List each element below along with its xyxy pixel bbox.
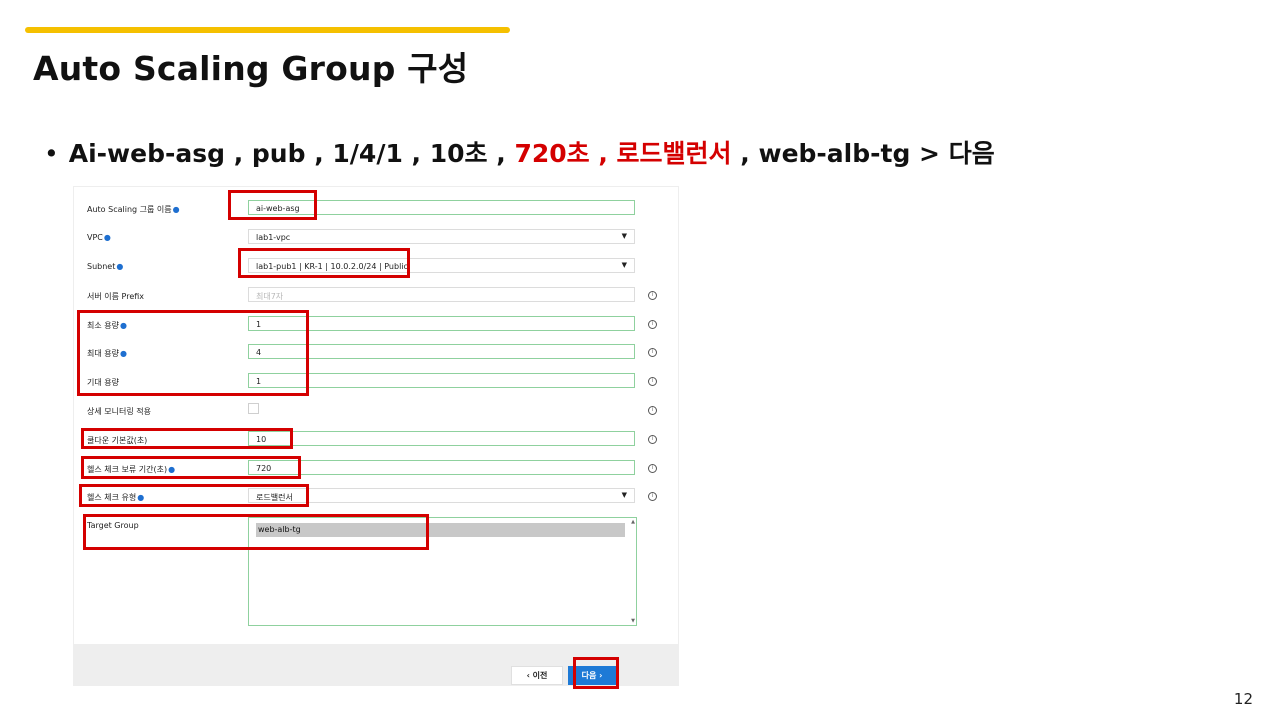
help-circle-icon[interactable]: i (648, 291, 657, 300)
help-circle-icon[interactable]: i (648, 406, 657, 415)
desired-capacity-label: 기대 용량 (87, 378, 119, 387)
highlight-target-group (83, 514, 429, 550)
health-type-label: 헬스 체크 유형● (87, 493, 145, 502)
instruction-bullet: • Ai-web-asg , pub , 1/4/1 , 10초 , 720초 ,… (44, 134, 995, 170)
help-circle-icon[interactable]: i (648, 377, 657, 386)
monitoring-checkbox[interactable] (248, 403, 259, 414)
highlight-health-grace (81, 456, 301, 479)
health-type-value: 로드밸런서 (256, 493, 293, 502)
required-dot-icon: ● (119, 349, 127, 358)
bullet-dot-icon: • (44, 139, 59, 168)
bullet-text-2: , web-alb-tg > 다음 (731, 139, 995, 168)
required-dot-icon: ● (137, 493, 145, 502)
help-circle-icon[interactable]: i (648, 464, 657, 473)
desired-capacity-input[interactable]: 1 (248, 373, 635, 388)
cooldown-label: 쿨다운 기본값(초) (87, 436, 148, 445)
health-grace-label: 헬스 체크 보류 기간(초)● (87, 465, 176, 474)
help-circle-icon[interactable]: i (648, 492, 657, 501)
server-prefix-input[interactable]: 최대7자 (248, 287, 635, 302)
asg-name-label: Auto Scaling 그룹 이름● (87, 205, 180, 214)
page-number: 12 (1233, 690, 1253, 708)
subnet-select[interactable]: lab1-pub1 | KR-1 | 10.0.2.0/24 | Public ▼ (248, 258, 635, 273)
required-dot-icon: ● (103, 233, 111, 242)
subnet-label: Subnet● (87, 262, 124, 271)
subnet-select-value: lab1-pub1 | KR-1 | 10.0.2.0/24 | Public (256, 262, 408, 271)
cooldown-input[interactable]: 10 (248, 431, 635, 446)
min-capacity-input[interactable]: 1 (248, 316, 635, 331)
help-circle-icon[interactable]: i (648, 320, 657, 329)
vpc-select[interactable]: lab1-vpc ▼ (248, 229, 635, 244)
highlight-subnet (238, 248, 410, 278)
highlight-capacity (77, 310, 309, 396)
highlight-asg-name (228, 190, 317, 220)
asg-config-screenshot: Auto Scaling 그룹 이름● ai-web-asg VPC● lab1… (73, 186, 679, 689)
monitoring-label: 상세 모니터링 적용 (87, 407, 151, 416)
caret-down-icon: ▼ (621, 261, 627, 269)
highlight-cooldown (81, 428, 293, 449)
help-circle-icon[interactable]: i (648, 435, 657, 444)
target-group-listbox[interactable]: web-alb-tg ▲ ▼ (248, 517, 637, 626)
accent-bar (25, 27, 510, 33)
health-grace-input[interactable]: 720 (248, 460, 635, 475)
required-dot-icon: ● (168, 465, 176, 474)
caret-down-icon: ▼ (621, 232, 627, 240)
help-circle-icon[interactable]: i (648, 348, 657, 357)
server-prefix-label: 서버 이름 Prefix (87, 292, 145, 301)
slide-title: Auto Scaling Group 구성 (33, 49, 469, 88)
asg-name-input[interactable]: ai-web-asg (248, 200, 635, 215)
next-button[interactable]: 다음 › (568, 666, 616, 685)
highlight-health-type (79, 484, 309, 507)
bullet-text-highlight: 720초 , 로드밸런서 (514, 139, 732, 168)
max-capacity-label: 최대 용량● (87, 349, 127, 358)
target-group-option-selected[interactable]: web-alb-tg (256, 523, 625, 537)
required-dot-icon: ● (172, 205, 180, 214)
vpc-select-value: lab1-vpc (256, 233, 291, 242)
target-group-label: Target Group (87, 521, 139, 530)
vpc-label: VPC● (87, 233, 111, 242)
health-type-select[interactable]: 로드밸런서 ▼ (248, 488, 635, 503)
required-dot-icon: ● (119, 321, 127, 330)
scroll-up-icon[interactable]: ▲ (631, 519, 635, 525)
required-dot-icon: ● (116, 262, 124, 271)
highlight-next-button (573, 657, 619, 689)
prev-button[interactable]: ‹ 이전 (511, 666, 563, 685)
max-capacity-input[interactable]: 4 (248, 344, 635, 359)
scroll-down-icon[interactable]: ▼ (631, 618, 635, 624)
caret-down-icon: ▼ (621, 491, 627, 499)
wizard-footer: ‹ 이전 다음 › (74, 644, 678, 685)
min-capacity-label: 최소 용량● (87, 321, 127, 330)
bullet-text-1: Ai-web-asg , pub , 1/4/1 , 10초 , (68, 139, 515, 168)
